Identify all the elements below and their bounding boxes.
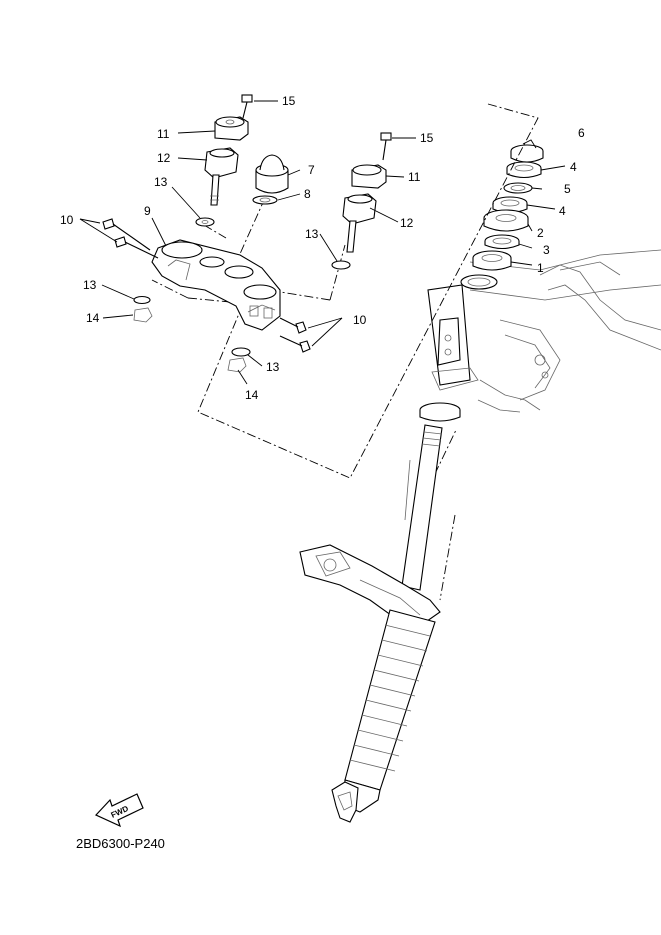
part-15-bolt-right <box>380 132 392 161</box>
callout-3: 3 <box>543 243 550 257</box>
part-13-washer-right <box>331 260 351 270</box>
callout-8: 8 <box>304 187 311 201</box>
head-pipe <box>427 274 498 391</box>
callout-10-left: 10 <box>60 213 74 227</box>
part-14-nut-center <box>227 357 247 373</box>
leader-lines <box>79 130 566 385</box>
frame-outline <box>469 249 661 413</box>
part-11-upper-holder-right <box>351 164 387 189</box>
callout-13-center: 13 <box>266 360 280 374</box>
part-12-lower-holder-right <box>342 193 377 253</box>
part-14-nut-left <box>133 307 153 323</box>
callout-10-right: 10 <box>353 313 367 327</box>
part-1-bearing <box>472 250 512 271</box>
callout-7: 7 <box>308 163 315 177</box>
part-9-upper-bracket <box>151 239 281 331</box>
part-2-dust-seal <box>483 209 529 232</box>
callout-14-left: 14 <box>86 311 100 325</box>
callout-13-left-lower: 13 <box>83 278 97 292</box>
fwd-arrow-icon: FWD <box>94 793 144 828</box>
lower-race-bearing <box>419 402 461 422</box>
callout-labels: 1 2 3 4 4 5 6 7 8 9 10 10 11 11 12 12 13… <box>60 94 585 402</box>
callout-12-left: 12 <box>157 151 171 165</box>
callout-15-left: 15 <box>282 94 296 108</box>
callout-2: 2 <box>537 226 544 240</box>
part-6-lock-washer <box>510 139 544 163</box>
fork-boot <box>343 609 436 813</box>
under-bracket <box>299 544 441 627</box>
fork-bottom-clamp <box>331 781 359 823</box>
part-7-cap-nut <box>255 154 289 194</box>
callout-9: 9 <box>144 204 151 218</box>
callout-12-right: 12 <box>400 216 414 230</box>
part-12-lower-holder-left <box>204 147 239 206</box>
diagram-part-code: 2BD6300-P240 <box>76 836 165 851</box>
part-8-washer <box>252 195 278 205</box>
part-10-bolts-right <box>279 317 311 353</box>
callout-13-left-upper: 13 <box>154 175 168 189</box>
callout-15-right: 15 <box>420 131 434 145</box>
part-5-washer <box>503 182 533 194</box>
part-13-washer-center <box>231 347 251 357</box>
callout-6: 6 <box>578 126 585 140</box>
callout-4-upper: 4 <box>570 160 577 174</box>
part-15-bolt-left <box>241 94 278 119</box>
part-10-bolts-left <box>102 218 159 259</box>
part-4-ring-nut-upper <box>506 161 542 179</box>
part-13-washer-left-lower <box>133 295 151 305</box>
assembly-lines <box>151 103 539 601</box>
steering-stem <box>401 424 443 591</box>
callout-11-right: 11 <box>408 170 421 184</box>
callout-5: 5 <box>564 182 571 196</box>
callout-13-right: 13 <box>305 227 319 241</box>
part-11-upper-holder-left <box>214 116 249 141</box>
callout-1: 1 <box>537 261 544 275</box>
part-13-washer-left-upper <box>195 217 215 227</box>
callout-14-center: 14 <box>245 388 259 402</box>
part-3-race <box>484 234 520 250</box>
callout-11-left: 11 <box>157 127 170 141</box>
callout-4-lower: 4 <box>559 204 566 218</box>
